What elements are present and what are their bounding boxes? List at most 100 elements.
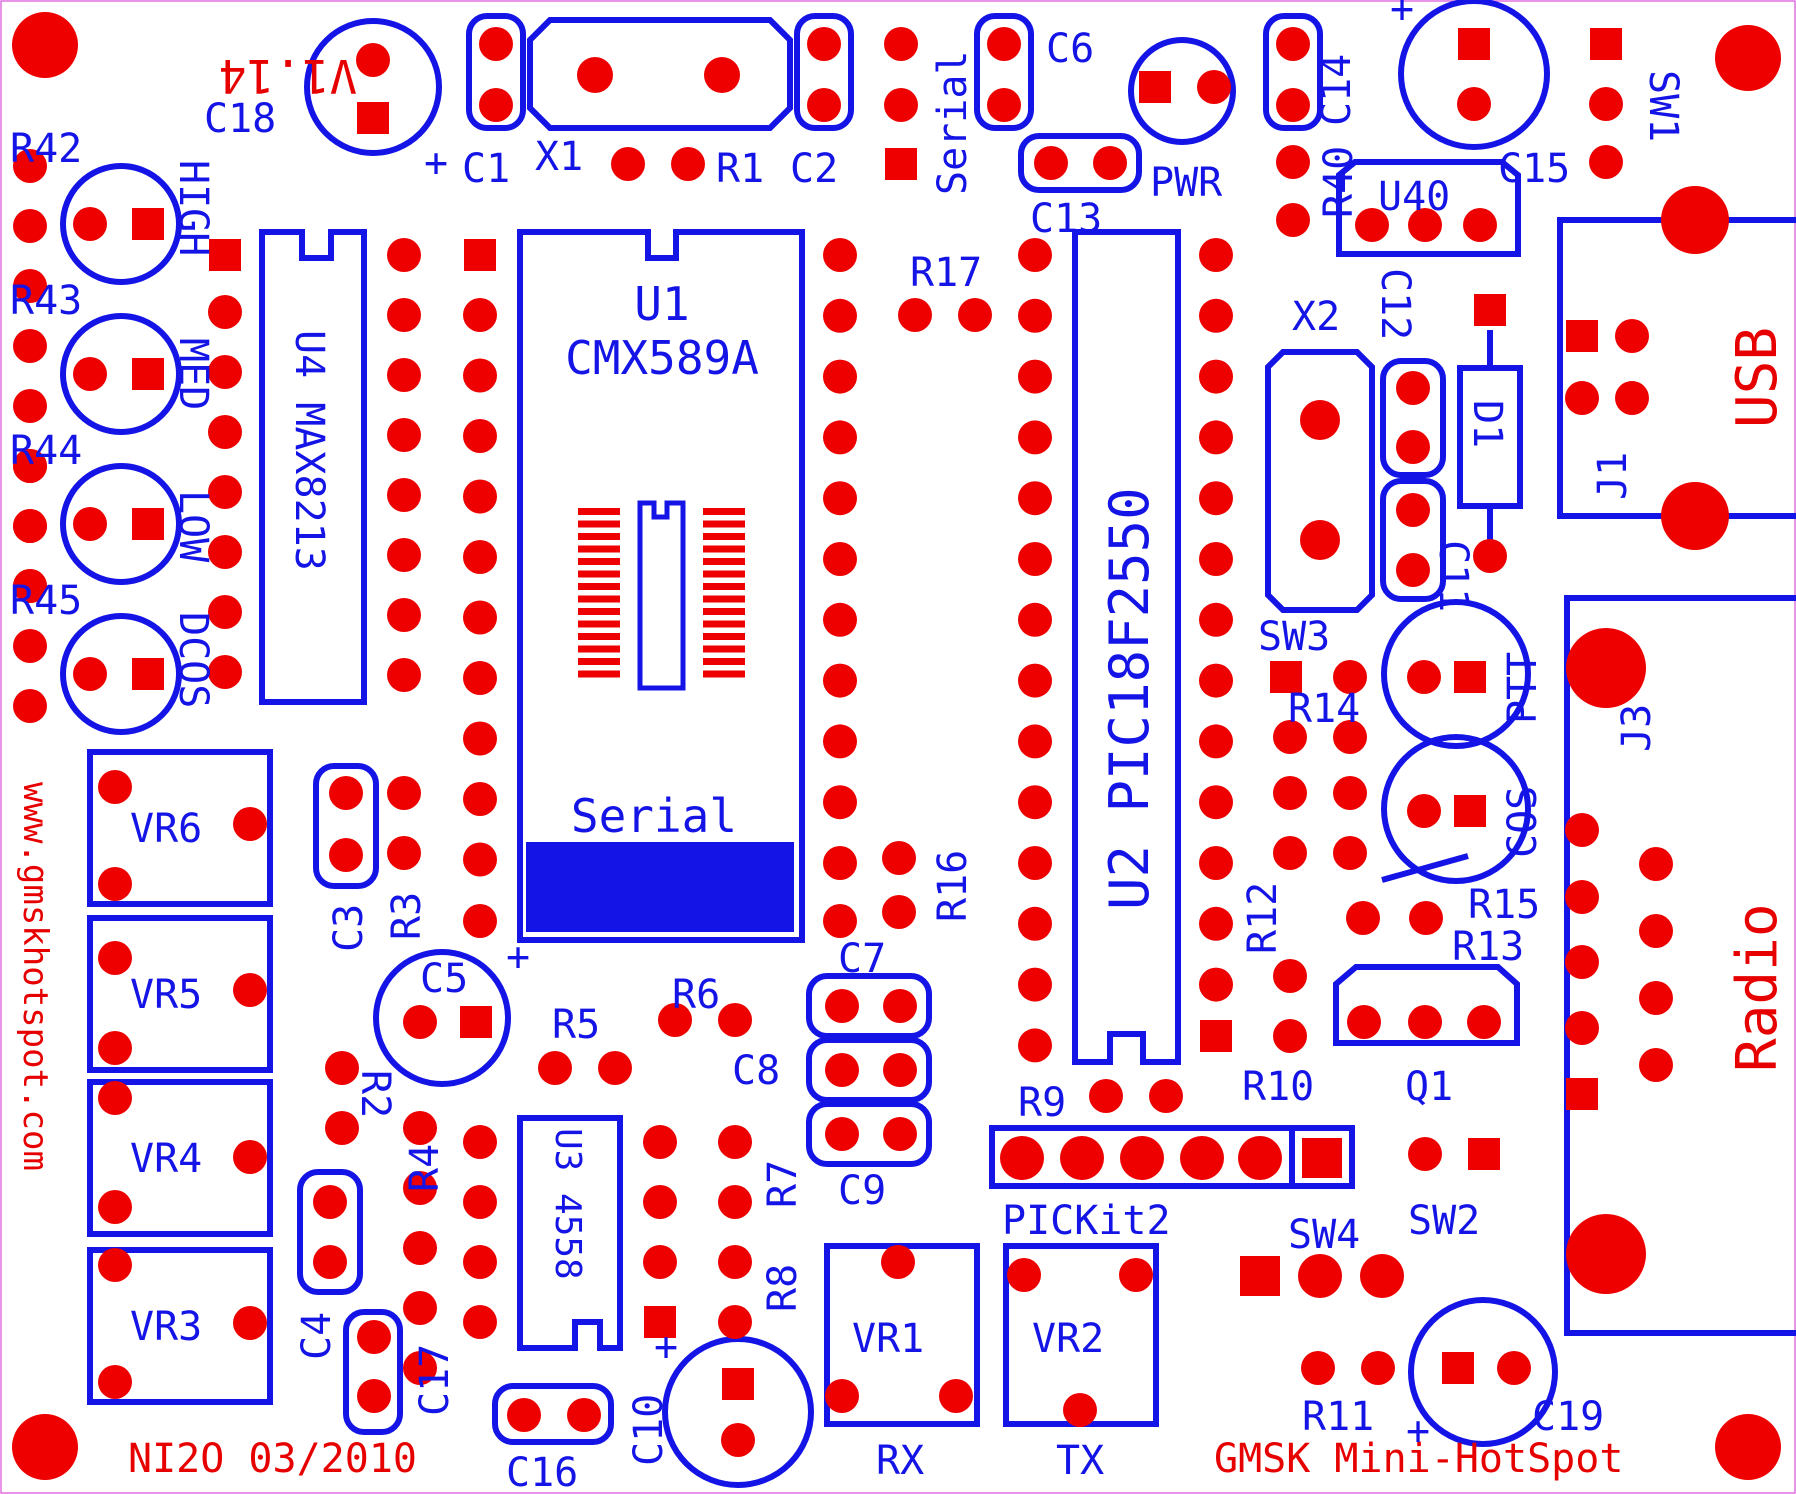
pin-tick [578, 608, 620, 615]
pad [1199, 238, 1233, 272]
pad [1149, 1079, 1183, 1113]
pad [1407, 794, 1441, 828]
pad [13, 269, 47, 303]
pad [403, 1005, 437, 1039]
label-c12: C12 [1372, 268, 1418, 340]
pad [463, 600, 497, 635]
pad [823, 359, 857, 394]
pad [1333, 720, 1367, 754]
pad [387, 478, 421, 512]
pad [883, 1053, 917, 1087]
pad [325, 1111, 359, 1145]
pad [313, 1185, 347, 1219]
pad [208, 595, 242, 629]
pad [1199, 967, 1233, 1002]
pad [898, 298, 932, 332]
pad [1407, 660, 1441, 694]
pad [387, 836, 421, 870]
pad [1007, 1258, 1041, 1292]
pad [1361, 1351, 1395, 1385]
pad [387, 776, 421, 810]
label-j3: J3 [1614, 704, 1660, 752]
pad [1018, 724, 1052, 759]
label-vr3: VR3 [130, 1304, 202, 1350]
pad [1199, 724, 1233, 759]
pad [658, 1003, 692, 1037]
pad [1473, 539, 1507, 573]
pad [1301, 1351, 1335, 1385]
pad [1199, 846, 1233, 880]
pad [387, 298, 421, 332]
pad [1273, 776, 1307, 810]
pad [643, 1245, 677, 1279]
pad [1199, 481, 1233, 516]
pad [704, 57, 740, 93]
label-website: www.gmskhotspot.com [15, 782, 55, 1171]
version-label: V1.14 [219, 49, 357, 103]
pad [1639, 847, 1673, 881]
pad [643, 1185, 677, 1219]
pad [721, 1423, 755, 1457]
pad [882, 841, 916, 875]
label-r11: R11 [1302, 1394, 1374, 1440]
polarity-plus-c18: + [424, 140, 448, 186]
label-d1: D1 [1464, 400, 1510, 448]
pad-square [357, 102, 389, 134]
pad [463, 540, 497, 574]
label-q1: Q1 [1405, 1064, 1453, 1110]
label-r13: R13 [1452, 924, 1524, 970]
pad [1018, 359, 1052, 394]
mounting-holes [12, 12, 1781, 1480]
pad [823, 663, 857, 698]
pad [387, 358, 421, 392]
label-vr6: VR6 [130, 806, 202, 852]
pad-square [1454, 661, 1486, 693]
pin-tick [578, 520, 620, 528]
label-r40: R40 [1316, 146, 1362, 218]
pad-square [132, 658, 164, 690]
pad [1300, 400, 1340, 440]
pad [479, 88, 513, 122]
pad [1467, 1005, 1501, 1039]
pad [1565, 945, 1599, 979]
pad [1276, 27, 1310, 61]
pad [1333, 660, 1367, 694]
pad [1120, 1136, 1164, 1180]
label-c15: C15 [1498, 146, 1570, 192]
pad [1589, 145, 1623, 179]
labels: V1.14 C18 C1 X1 R1 C2 Serial C6 PWR C13 … [10, 0, 1790, 1494]
pad-square [1200, 1020, 1232, 1052]
label-r4: R4 [402, 1144, 448, 1192]
pad [1063, 1393, 1097, 1427]
pad [1199, 906, 1233, 941]
pin-tick [578, 595, 620, 603]
label-x2: X2 [1292, 294, 1340, 340]
pad [387, 238, 421, 272]
pad [1408, 1137, 1442, 1171]
pad [13, 509, 47, 543]
pad [463, 721, 497, 756]
label-sw1: SW1 [1640, 70, 1686, 142]
pad [939, 1379, 973, 1413]
pad [387, 598, 421, 632]
pad [1034, 146, 1068, 180]
pad-square [1468, 1138, 1500, 1170]
label-author-date: NI2O 03/2010 [128, 1436, 417, 1482]
pad-square [460, 1006, 492, 1038]
pad [718, 1245, 752, 1279]
pin-tick [578, 633, 620, 640]
pad [1333, 836, 1367, 870]
label-high: HIGH [170, 160, 216, 256]
polarity-plus-c5: + [506, 934, 530, 980]
pad-square [132, 208, 164, 240]
pin-tick [578, 670, 620, 678]
pin-tick [703, 508, 745, 515]
pad [643, 1125, 677, 1159]
pad [98, 1190, 132, 1224]
component-outlines [60, 0, 1796, 1488]
pad [1238, 1136, 1282, 1180]
pin-tick [578, 658, 620, 665]
pin-tick [578, 645, 620, 653]
label-r43: R43 [10, 278, 82, 324]
pin-tick [703, 658, 745, 665]
